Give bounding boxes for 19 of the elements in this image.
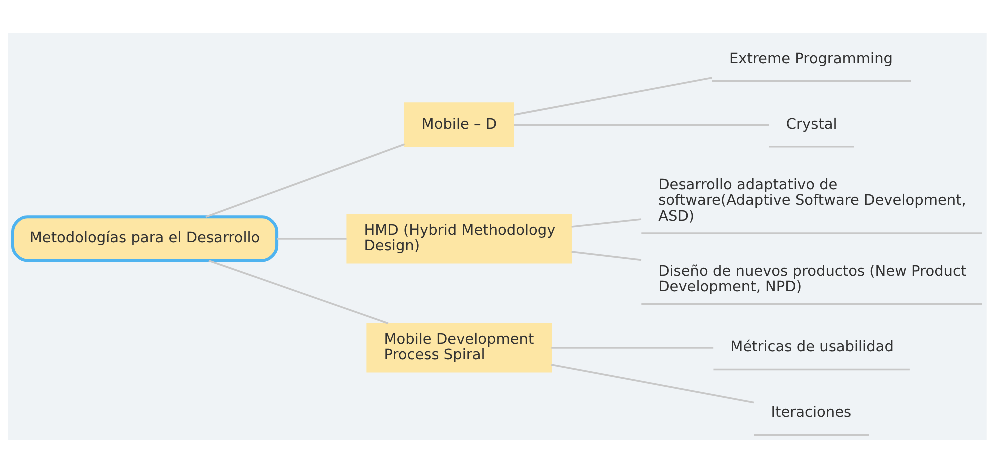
connector bbox=[552, 346, 714, 348]
connector bbox=[208, 259, 389, 324]
connector bbox=[514, 76, 713, 116]
node-box: Metodologías para el Desarrollo bbox=[11, 215, 279, 262]
node-text: Diseño de nuevos productos (New Product Development, NPD) bbox=[658, 263, 967, 296]
node-box: HMD (Hybrid Methodology Design) bbox=[346, 214, 572, 264]
node-text: Crystal bbox=[786, 116, 838, 132]
node-text: Iteraciones bbox=[771, 404, 852, 421]
node-text: Métricas de usabilidad bbox=[730, 339, 894, 356]
connector bbox=[514, 124, 770, 126]
node-box: Mobile Development Process Spiral bbox=[366, 322, 552, 372]
connector bbox=[572, 250, 642, 261]
node-text: Desarrollo adaptativo de software(Adaptive Software Development, ASD) bbox=[658, 176, 966, 224]
connector bbox=[206, 143, 406, 218]
node-box: Mobile – D bbox=[404, 102, 514, 147]
connector bbox=[572, 218, 642, 228]
connector bbox=[551, 364, 754, 404]
connector bbox=[277, 238, 347, 240]
node-text: Extreme Programming bbox=[729, 50, 894, 67]
